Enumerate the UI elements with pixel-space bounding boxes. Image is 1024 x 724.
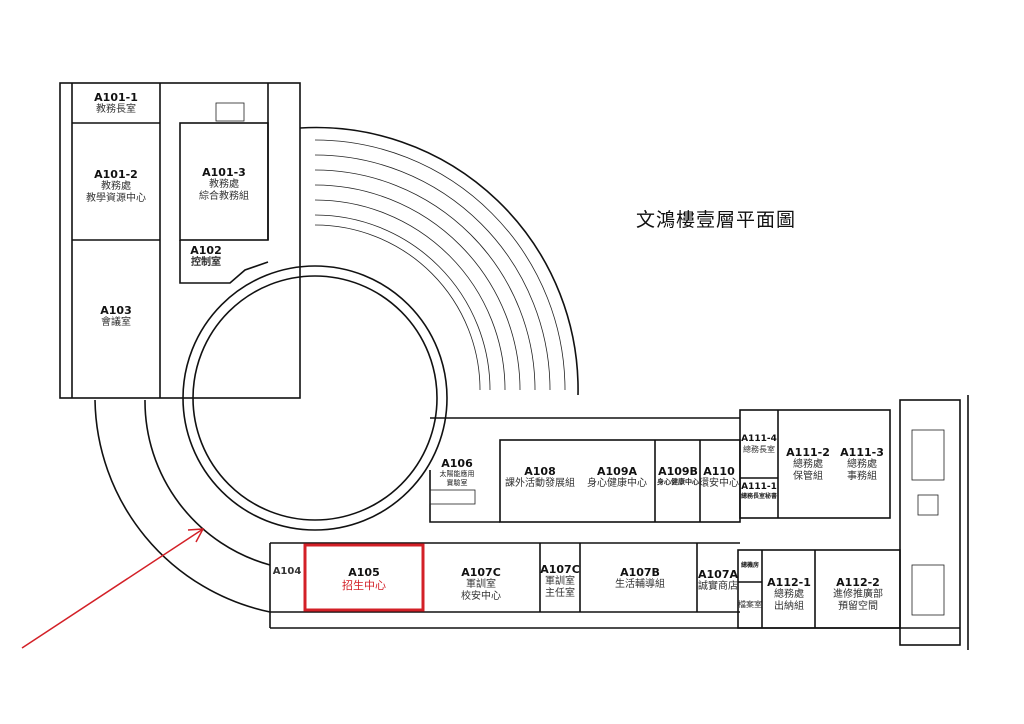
room-switchboard: 總機房 — [741, 562, 759, 569]
room-id: A111-3 — [840, 446, 884, 459]
room-name: 總務長室 — [743, 444, 775, 454]
room-name: 控制室 — [190, 257, 221, 269]
room-name: 總務處 — [792, 459, 823, 471]
room-name: 招生中心 — [342, 579, 386, 593]
room-id: A111-1 — [741, 482, 777, 492]
room-name: 課外活動發展組 — [505, 478, 575, 490]
room-name: 進修推廣部 — [833, 589, 883, 601]
room-id: A107C — [461, 566, 501, 579]
room-id: A101-2 — [94, 168, 138, 181]
room-id: A109A — [597, 465, 637, 478]
room-id: A101-1 — [94, 91, 138, 104]
room-id: A102 — [190, 244, 222, 257]
room-archive: 檔案室 — [738, 600, 762, 610]
highlight-box — [303, 543, 425, 612]
room-name: 校安中心 — [461, 591, 501, 603]
room-name: 誠實商店 — [698, 581, 738, 593]
room-name: 教學資源中心 — [86, 193, 146, 205]
room-name: 身心健康中心 — [587, 478, 647, 490]
room-name: 保管組 — [792, 471, 823, 483]
room-name: 總機房 — [740, 562, 760, 569]
room-name: 生活輔導組 — [615, 579, 665, 591]
room-name: 軍訓室 — [545, 576, 575, 588]
pointer-arrow — [21, 528, 205, 649]
north-corridor-rooms — [429, 409, 891, 523]
room-name: 總務長室秘書 — [740, 492, 778, 500]
room-id: A111-4 — [741, 434, 777, 444]
room-name: 綜合教務組 — [199, 191, 249, 203]
room-id: A104 — [272, 566, 302, 577]
page-title: 文鴻樓壹層平面圖 — [636, 209, 797, 231]
room-id: A105 — [348, 566, 380, 579]
room-id: A110 — [703, 465, 735, 478]
room-name: 會議室 — [100, 317, 131, 329]
room-id: A108 — [524, 465, 556, 478]
room-name: 實驗室 — [446, 478, 468, 487]
room-id: A111-2 — [786, 446, 830, 459]
room-id: A106 — [441, 457, 473, 470]
room-name: 主任室 — [545, 588, 575, 600]
room-id: A103 — [100, 304, 132, 317]
room-name: 預留空間 — [838, 601, 878, 613]
room-name: 教務處 — [209, 179, 239, 191]
room-name: 軍訓室 — [466, 579, 496, 591]
room-id: A101-3 — [202, 166, 246, 179]
room-a104: A104 — [273, 566, 302, 578]
room-id: A112-2 — [836, 576, 880, 589]
east-stairs — [899, 395, 969, 650]
room-name: 總務處 — [773, 589, 804, 601]
room-name: 教務處 — [101, 181, 131, 193]
room-id: A107B — [620, 566, 660, 579]
room-name: 太陽能應用 — [439, 470, 475, 479]
room-name: 教務長室 — [95, 104, 136, 116]
room-name: 環安中心 — [699, 478, 739, 490]
room-name: 出納組 — [773, 601, 804, 613]
room-name: 檔案室 — [738, 600, 762, 609]
bleacher-arcs — [299, 126, 579, 396]
west-wing-walls — [59, 82, 301, 399]
courtyard — [94, 265, 448, 613]
room-id: A107C — [540, 563, 580, 576]
room-name: 事務組 — [846, 471, 877, 483]
room-id: A107A — [698, 568, 738, 581]
room-name: 身心健康中心 — [657, 478, 699, 487]
room-id: A109B — [658, 465, 698, 478]
room-id: A112-1 — [767, 576, 811, 589]
room-name: 總務處 — [846, 459, 877, 471]
